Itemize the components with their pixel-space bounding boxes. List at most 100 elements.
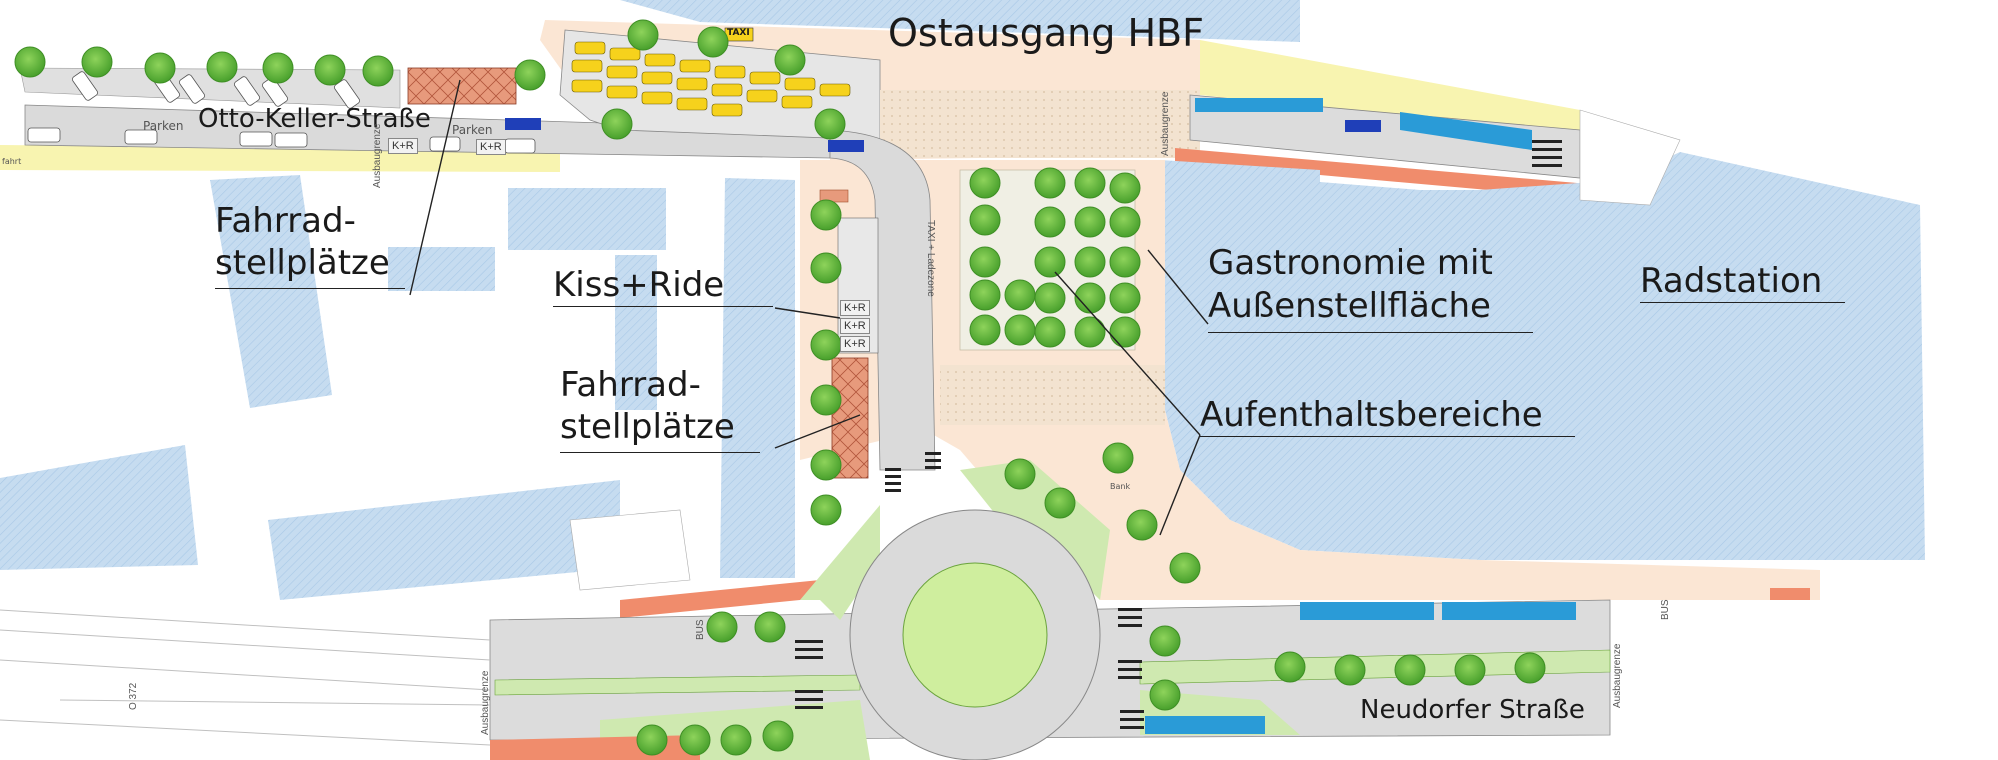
label-ausbau-3: Ausbaugrenze <box>480 670 491 736</box>
direction-signs <box>505 118 1381 152</box>
tree <box>810 252 842 284</box>
label-fahrrad-2: Fahrrad- stellplätze <box>560 364 760 453</box>
access-road <box>829 129 936 471</box>
tree <box>810 449 842 481</box>
paving-plaza-center <box>940 365 1165 425</box>
tree <box>969 167 1001 199</box>
tree <box>754 611 786 643</box>
bus-stop-top-right <box>1400 112 1532 150</box>
label-bus-2: BUS <box>1660 599 1671 620</box>
label-kiss-ride: Kiss+Ride <box>553 268 773 307</box>
median-green-left <box>494 674 861 696</box>
tree <box>14 46 46 78</box>
trees <box>14 19 1546 756</box>
tree <box>1149 625 1181 657</box>
tree <box>1109 316 1141 348</box>
tree <box>1394 654 1426 686</box>
paving-plaza-top <box>880 90 1200 158</box>
kr-bay-2: K+R <box>840 318 870 334</box>
label-neudorfer: Neudorfer Straße <box>1360 695 1585 725</box>
tree <box>627 19 659 51</box>
tree <box>206 51 238 83</box>
building-left-6 <box>0 445 198 570</box>
kr-bay-1: K+R <box>840 300 870 316</box>
radstation-building <box>1160 152 1925 560</box>
tree <box>1004 279 1036 311</box>
label-ausbau-2: Ausbaugrenze <box>1160 91 1171 157</box>
tree <box>706 611 738 643</box>
tree <box>514 59 546 91</box>
tree <box>1274 651 1306 683</box>
tree <box>636 724 668 756</box>
label-radstation: Radstation <box>1640 264 1845 303</box>
tree <box>1074 316 1106 348</box>
tree <box>1109 172 1141 204</box>
tree <box>1126 509 1158 541</box>
tree <box>1149 679 1181 711</box>
railway-lines <box>0 609 491 746</box>
building-left-4 <box>615 255 657 410</box>
label-nr: O 372 <box>128 682 139 710</box>
cycle-strip-left-bottom <box>620 580 820 618</box>
tree <box>1454 654 1486 686</box>
label-otto-keller: Otto-Keller-Straße <box>198 104 431 134</box>
tree <box>810 384 842 416</box>
kr-sign-2: K+R <box>476 139 506 155</box>
tree <box>362 55 394 87</box>
white-lot-left <box>569 509 691 591</box>
label-parken-1: Parken <box>143 119 184 133</box>
tree <box>720 724 752 756</box>
bus-stop-top-left <box>1195 98 1323 112</box>
label-fahrt: fahrt <box>2 157 22 166</box>
tree <box>1034 316 1066 348</box>
tree <box>1004 314 1036 346</box>
bus-stop-bottom-1 <box>1300 602 1434 620</box>
bus-stop-bottom-3 <box>1145 716 1265 734</box>
tree <box>1169 552 1201 584</box>
green-nw-roundabout <box>800 505 880 620</box>
yellow-strip-right <box>1200 40 1580 135</box>
white-gap-right <box>1579 109 1681 206</box>
tree <box>1004 458 1036 490</box>
tree <box>1109 206 1141 238</box>
label-aufenthalt: Aufenthaltsbereiche <box>1200 398 1575 437</box>
orange-corner <box>1770 588 1810 600</box>
tree <box>1034 167 1066 199</box>
roundabout-island <box>902 562 1048 708</box>
tree <box>1034 206 1066 238</box>
label-ausbau-4: Ausbaugrenze <box>1612 643 1623 709</box>
tree <box>1514 652 1546 684</box>
tree <box>1109 246 1141 278</box>
tree <box>697 26 729 58</box>
tree <box>969 204 1001 236</box>
tree <box>810 199 842 231</box>
tree <box>1074 206 1106 238</box>
bus-stop-bottom-2 <box>1442 602 1576 620</box>
label-taxi: TAXI <box>727 28 750 38</box>
tree <box>1044 487 1076 519</box>
tree <box>262 52 294 84</box>
building-left-1 <box>210 175 332 408</box>
building-left-5 <box>720 178 795 578</box>
label-gastronomie: Gastronomie mit Außenstellfläche <box>1208 242 1533 333</box>
tree <box>810 329 842 361</box>
tree <box>1074 246 1106 278</box>
taxi-cars <box>571 41 851 117</box>
building-left-3 <box>508 188 666 250</box>
label-bus-1: BUS <box>695 619 706 640</box>
tree <box>969 246 1001 278</box>
cycle-strip-top <box>1175 148 1600 200</box>
bike-racks-top <box>407 67 517 105</box>
tree <box>762 720 794 752</box>
kr-bay-3: K+R <box>840 336 870 352</box>
label-ausbau-1: Ausbaugrenze <box>372 123 383 189</box>
top-building <box>620 0 1300 42</box>
tree <box>969 279 1001 311</box>
tree <box>1109 282 1141 314</box>
tree <box>1034 282 1066 314</box>
tree <box>1074 167 1106 199</box>
label-fahrrad-1: Fahrrad- stellplätze <box>215 200 405 289</box>
tree <box>1034 246 1066 278</box>
